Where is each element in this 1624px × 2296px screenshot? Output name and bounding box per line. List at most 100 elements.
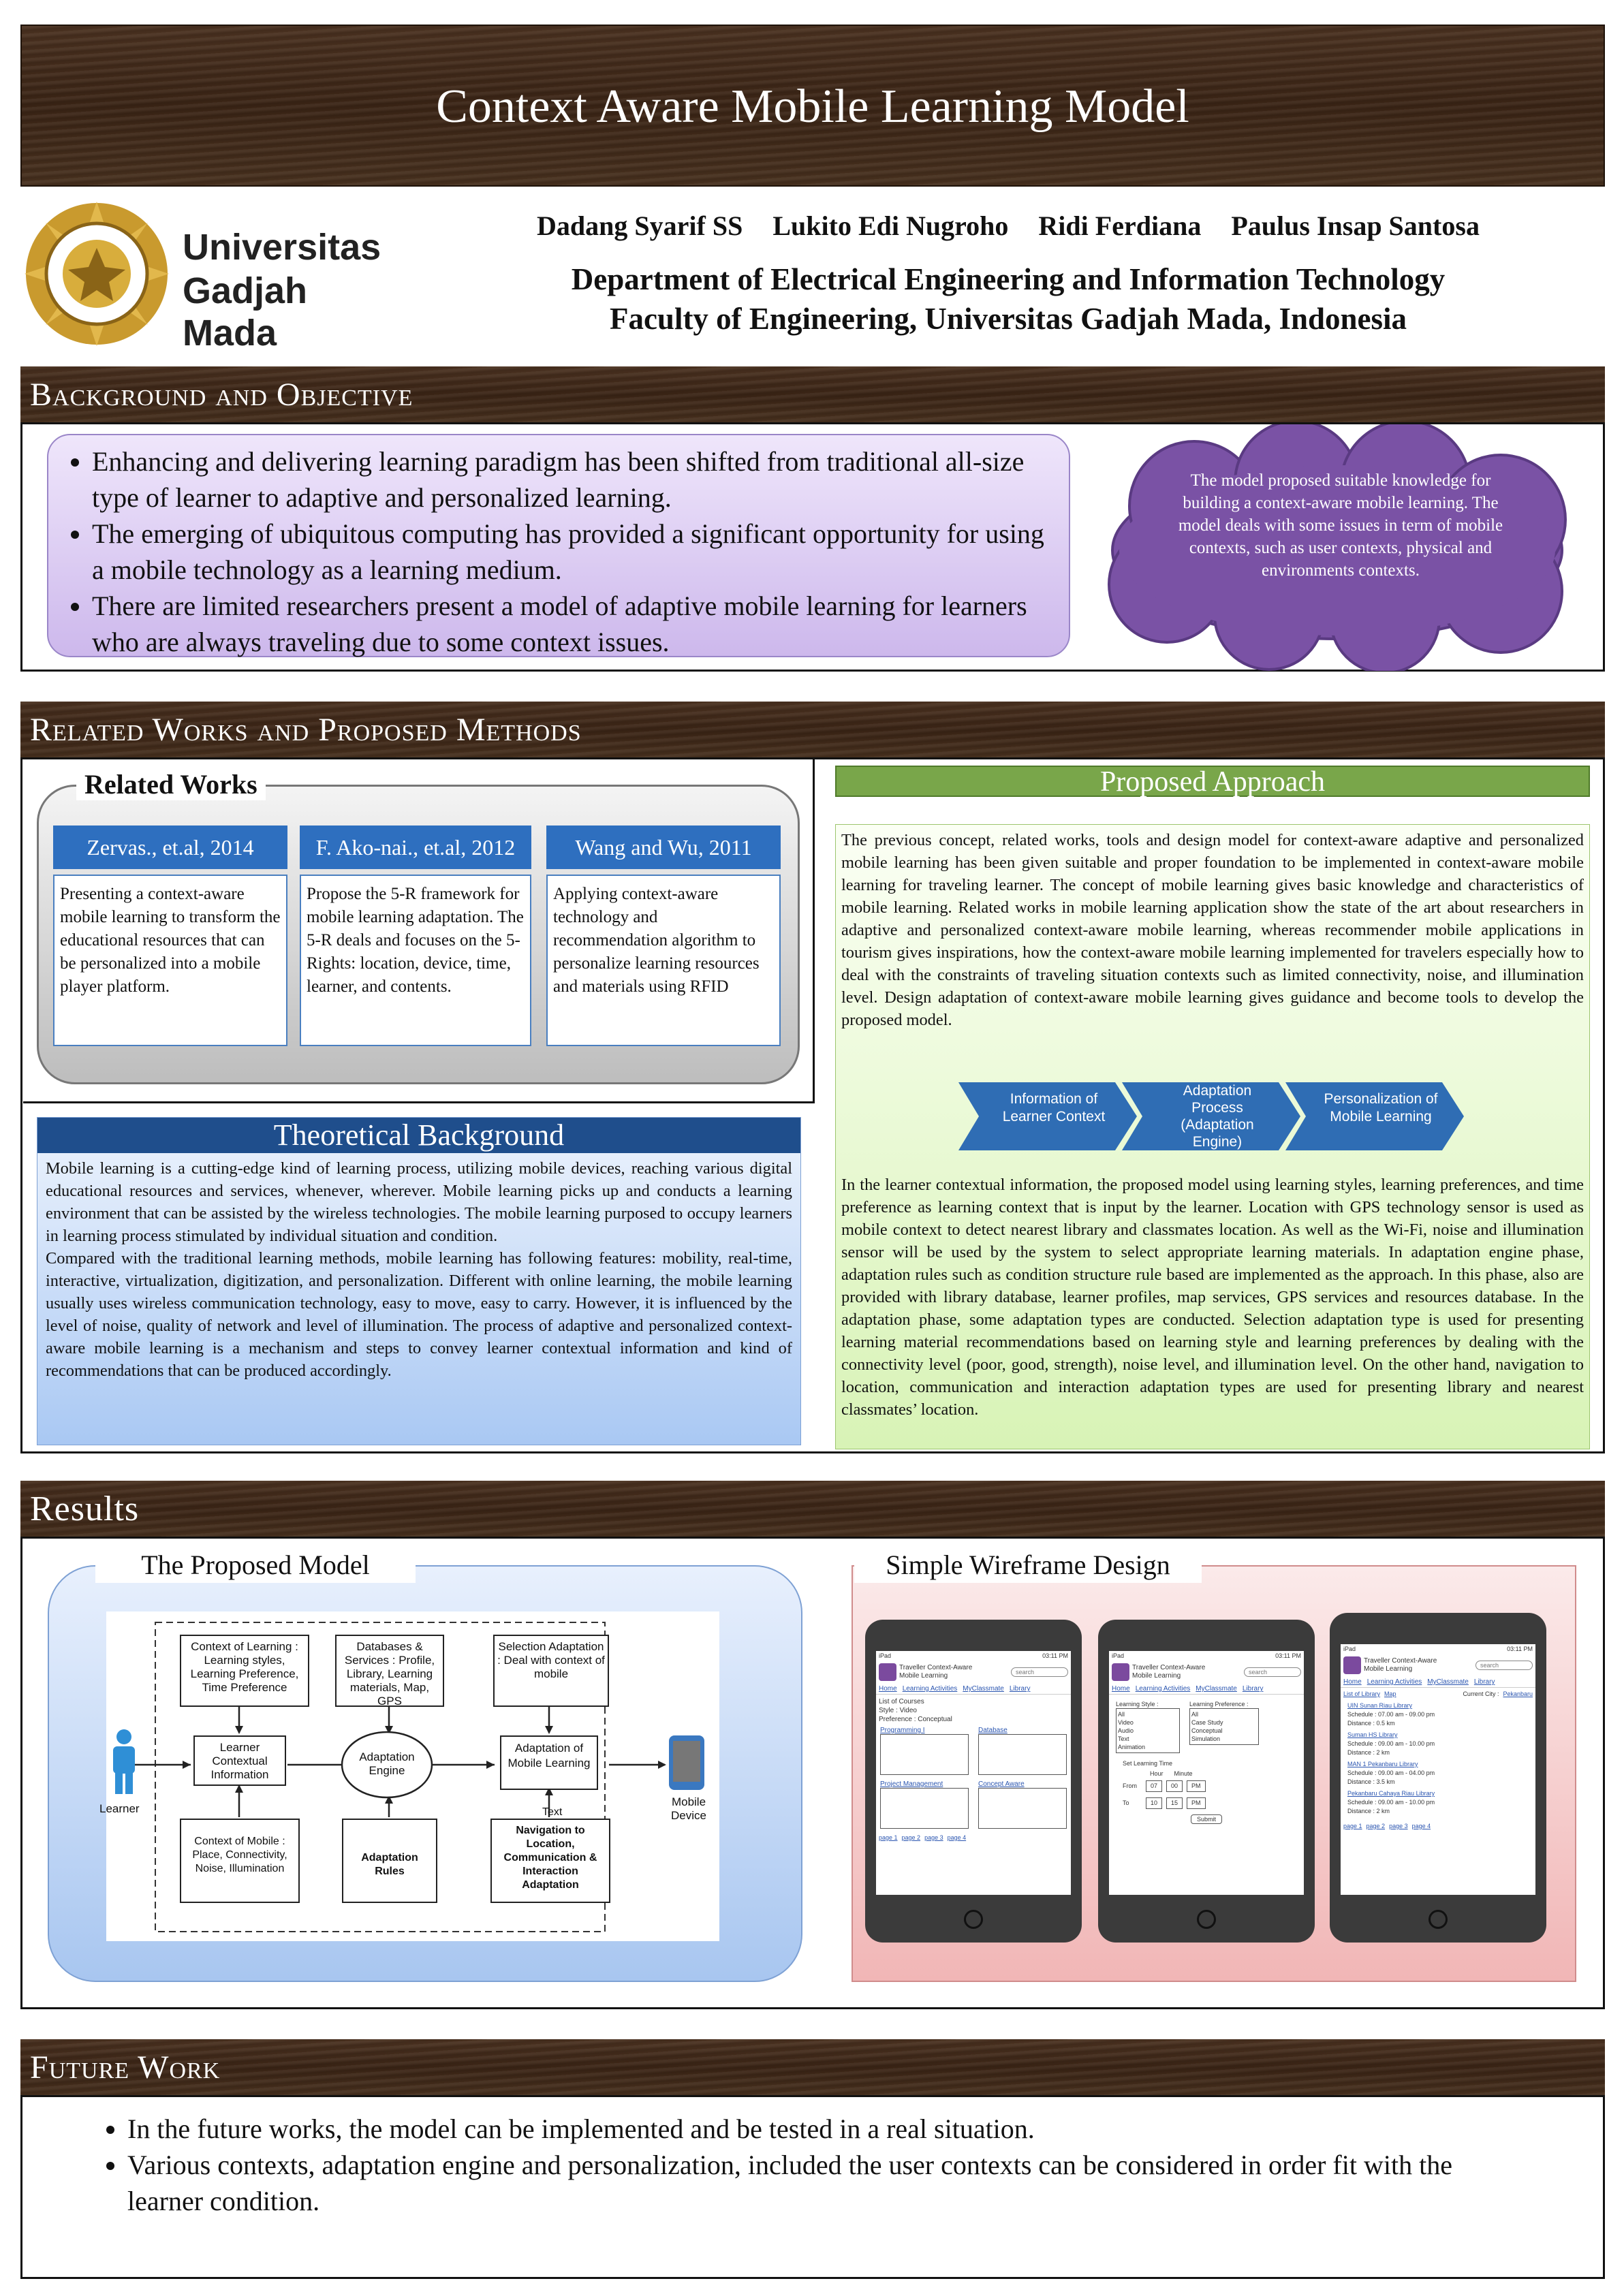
device-label: Mobile Device bbox=[671, 1795, 706, 1822]
map-link[interactable]: Map bbox=[1384, 1690, 1396, 1697]
list-option[interactable]: Audio bbox=[1118, 1727, 1134, 1734]
list-option[interactable]: All bbox=[1191, 1711, 1199, 1718]
nav-home[interactable]: Home bbox=[1112, 1685, 1130, 1693]
context-learning-box: Context of Learning : Learning styles, L… bbox=[180, 1635, 309, 1707]
diagram-lines bbox=[134, 1622, 666, 1932]
course-title[interactable]: Project Management bbox=[880, 1780, 943, 1788]
nav-classmate[interactable]: MyClassmate bbox=[1196, 1685, 1237, 1693]
to-hour[interactable]: 10 bbox=[1146, 1797, 1163, 1809]
ugm-seal-icon bbox=[25, 202, 169, 346]
home-button-icon[interactable] bbox=[1197, 1910, 1216, 1929]
related-card-3: Wang and Wu, 2011 Applying context-aware… bbox=[546, 825, 781, 1046]
page-link[interactable]: page 3 bbox=[1389, 1823, 1408, 1829]
ugm-logo: Universitas Gadjah Mada bbox=[22, 199, 403, 353]
search-input[interactable]: search bbox=[1475, 1661, 1533, 1670]
background-bullet: Enhancing and delivering learning paradi… bbox=[92, 443, 1055, 516]
background-bullet: There are limited researchers present a … bbox=[92, 588, 1055, 660]
nav-learning[interactable]: Learning Activities bbox=[1367, 1678, 1422, 1686]
library-item[interactable]: UIN Sunan Riau Library Schedule : 07.00 … bbox=[1347, 1701, 1529, 1728]
cloud-shape-icon bbox=[1108, 424, 1567, 671]
screen-library: iPad 03:11 PM Traveller Context-Aware Mo… bbox=[1341, 1644, 1535, 1895]
author-2: Lukito Edi Nugroho bbox=[772, 210, 1009, 241]
search-input[interactable]: search bbox=[1244, 1667, 1301, 1677]
page-link[interactable]: page 2 bbox=[1366, 1823, 1386, 1829]
course-card[interactable]: Programming I bbox=[880, 1727, 969, 1775]
nav-home[interactable]: Home bbox=[1343, 1678, 1362, 1686]
from-minute[interactable]: 00 bbox=[1166, 1780, 1183, 1792]
pref-label: Learning Preference : bbox=[1189, 1701, 1249, 1708]
list-option[interactable]: Conceptual bbox=[1191, 1727, 1223, 1734]
library-name[interactable]: MAN 1 Pekanbaru Library bbox=[1347, 1761, 1418, 1767]
to-minute[interactable]: 15 bbox=[1166, 1797, 1183, 1809]
course-card[interactable]: Database bbox=[978, 1727, 1067, 1775]
from-hour[interactable]: 07 bbox=[1146, 1780, 1163, 1792]
department: Department of Electrical Engineering and… bbox=[571, 262, 1446, 296]
list-option[interactable]: All bbox=[1118, 1711, 1125, 1718]
style-listbox[interactable]: All Video Audio Text Animation bbox=[1116, 1708, 1180, 1753]
app-icon bbox=[1112, 1663, 1129, 1681]
course-card[interactable]: Concept Aware bbox=[978, 1780, 1067, 1829]
course-title[interactable]: Programming I bbox=[880, 1727, 925, 1734]
nav-learning[interactable]: Learning Activities bbox=[1135, 1685, 1191, 1693]
library-distance: Distance : 0.5 km bbox=[1347, 1720, 1395, 1727]
objective-cloud: The model proposed suitable knowledge fo… bbox=[1078, 424, 1596, 671]
background-banner: Background and Objective bbox=[20, 366, 1605, 424]
page-link[interactable]: page 4 bbox=[1411, 1823, 1431, 1829]
cloud-text: The model proposed suitable knowledge fo… bbox=[1178, 471, 1503, 580]
nav-classmate[interactable]: MyClassmate bbox=[1427, 1678, 1469, 1686]
course-title[interactable]: Concept Aware bbox=[978, 1780, 1025, 1788]
nav-library[interactable]: Library bbox=[1009, 1685, 1031, 1693]
list-option[interactable]: Simulation bbox=[1191, 1735, 1221, 1742]
related-card-title: Wang and Wu, 2011 bbox=[546, 825, 781, 869]
from-ampm[interactable]: PM bbox=[1187, 1780, 1206, 1792]
wire-title: Simple Wireframe Design bbox=[854, 1547, 1202, 1583]
nav-library[interactable]: Library bbox=[1242, 1685, 1264, 1693]
city-value[interactable]: Pekanbaru bbox=[1503, 1690, 1533, 1697]
nav-home[interactable]: Home bbox=[879, 1685, 897, 1693]
nav-classmate[interactable]: MyClassmate bbox=[963, 1685, 1004, 1693]
results-heading: Results bbox=[30, 1490, 140, 1528]
library-item[interactable]: MAN 1 Pekanbaru Library Schedule : 09.00… bbox=[1347, 1760, 1529, 1787]
library-list-link[interactable]: List of Library bbox=[1343, 1690, 1381, 1697]
page-link[interactable]: page 4 bbox=[947, 1834, 967, 1841]
library-distance: Distance : 2 km bbox=[1347, 1749, 1390, 1756]
home-button-icon[interactable] bbox=[1428, 1910, 1448, 1929]
courses-label: List of Courses bbox=[879, 1698, 924, 1705]
tablet-library: iPad 03:11 PM Traveller Context-Aware Mo… bbox=[1330, 1613, 1546, 1943]
course-title[interactable]: Database bbox=[978, 1727, 1008, 1734]
library-item[interactable]: Suman HS Library Schedule : 09.00 am - 1… bbox=[1347, 1731, 1529, 1757]
library-item[interactable]: Pekanbaru Cahaya Riau Library Schedule :… bbox=[1347, 1789, 1529, 1816]
page-link[interactable]: page 1 bbox=[879, 1834, 898, 1841]
list-option[interactable]: Case Study bbox=[1191, 1719, 1223, 1726]
list-option[interactable]: Text bbox=[1118, 1735, 1129, 1742]
app-name: Traveller Context-Aware Mobile Learning bbox=[899, 1664, 973, 1680]
city-label: Current City : bbox=[1463, 1690, 1499, 1697]
list-option[interactable]: Video bbox=[1118, 1719, 1134, 1726]
title-banner: Context Aware Mobile Learning Model bbox=[20, 25, 1605, 187]
library-schedule: Schedule : 09.00 am - 10.00 pm bbox=[1347, 1740, 1435, 1747]
library-name[interactable]: UIN Sunan Riau Library bbox=[1347, 1702, 1413, 1709]
adapt-ml-box: Adaptation of Mobile Learning bbox=[500, 1735, 598, 1790]
to-ampm[interactable]: PM bbox=[1187, 1797, 1206, 1809]
results-banner: Results bbox=[20, 1481, 1605, 1538]
home-button-icon[interactable] bbox=[964, 1910, 983, 1929]
approach-para-1: The previous concept, related works, too… bbox=[841, 831, 1584, 1029]
related-banner: Related Works and Proposed Methods bbox=[20, 702, 1605, 759]
search-input[interactable]: search bbox=[1011, 1667, 1068, 1677]
approach-title: Proposed Approach bbox=[1099, 766, 1326, 798]
library-name[interactable]: Pekanbaru Cahaya Riau Library bbox=[1347, 1790, 1435, 1797]
page-link[interactable]: page 3 bbox=[924, 1834, 943, 1841]
submit-button[interactable]: Submit bbox=[1190, 1814, 1222, 1824]
nav-learning[interactable]: Learning Activities bbox=[902, 1685, 958, 1693]
nav-library[interactable]: Library bbox=[1473, 1678, 1495, 1686]
status-left: iPad bbox=[879, 1652, 892, 1659]
pref-listbox[interactable]: All Case Study Conceptual Simulation bbox=[1189, 1708, 1259, 1745]
page-link[interactable]: page 1 bbox=[1343, 1823, 1362, 1829]
author-4: Paulus Insap Santosa bbox=[1231, 210, 1480, 241]
status-time: 03:11 PM bbox=[1042, 1652, 1068, 1659]
page-link[interactable]: page 2 bbox=[901, 1834, 921, 1841]
list-option[interactable]: Animation bbox=[1118, 1744, 1146, 1750]
library-name[interactable]: Suman HS Library bbox=[1347, 1731, 1398, 1738]
course-card[interactable]: Project Management bbox=[880, 1780, 969, 1829]
approach-title-bar: Proposed Approach bbox=[835, 766, 1590, 797]
